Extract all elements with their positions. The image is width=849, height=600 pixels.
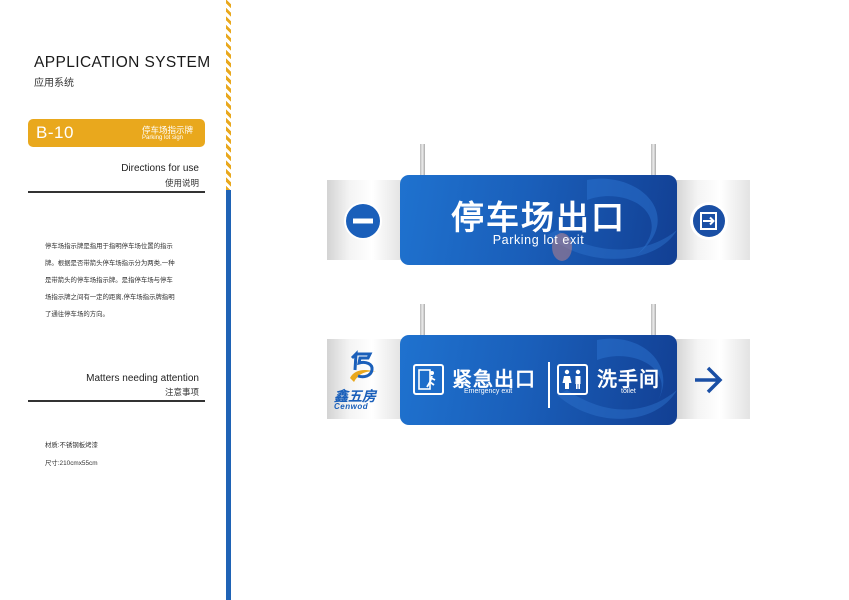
brand-watermark-icon [547,178,677,261]
attention-heading-en: Matters needing attention [86,373,199,384]
stripe-blue [226,190,231,600]
brand-logo-cn: 鑫五房 [334,388,376,404]
title-en: APPLICATION SYSTEM [34,54,211,71]
toilet-cn: 洗手间 [597,369,660,391]
sign1-panel: 停车场出口 Parking lot exit [400,175,677,265]
sign1-pole-right [651,144,656,176]
sign1-text-en: Parking lot exit [492,233,585,247]
sign2-pole-right [651,304,656,336]
directions-heading-cn: 使用说明 [164,178,199,188]
attention-rule [28,400,205,402]
emergency-exit-cn: 紧急出口 [452,369,536,391]
directions-line: 了通往停车场的方向。 [45,311,109,318]
item-code-bar: B-10 停车场指示牌 Parking lot sign [28,119,205,147]
sign1-text-cn: 停车场出口 [451,199,626,236]
directions-line: 停车场指示牌是指用于指明停车场位置的指示 [45,243,173,250]
brand-watermark-icon [557,338,677,419]
directions-rule [28,191,205,193]
arrow-right-icon [695,366,723,394]
toilet-en: toilet [621,388,636,395]
material-spec: 材质:不锈钢板烤漆 [45,442,98,449]
sign2-divider [548,362,550,408]
emergency-exit-en: Emergency exit [464,388,513,395]
item-name-en: Parking lot sign [142,135,184,141]
sign1-pole-left [420,144,425,176]
directions-line: 牌。根据是否带箭头停车场指示分为两类,一种 [45,260,175,267]
item-name-cn: 停车场指示牌 [142,125,194,135]
directions-body: 停车场指示牌是指用于指明停车场位置的指示 牌。根据是否带箭头停车场指示分为两类,… [45,238,195,323]
no-entry-icon [344,202,382,240]
brand-logo-en: Cenwod [334,402,369,411]
size-spec: 尺寸:210cmx55cm [45,460,98,467]
stripe-hatched [226,0,231,190]
exit-door-icon [690,202,728,240]
attention-heading-cn: 注意事项 [164,387,199,397]
brand-logo-icon [350,350,376,382]
item-code: B-10 [36,123,74,142]
toilet-icon [557,364,588,395]
sign2-pole-left [420,304,425,336]
sign2-silver-left [327,339,402,419]
directions-heading-en: Directions for use [121,163,199,174]
sign2-panel: 紧急出口 Emergency exit 洗手间 toilet [400,335,677,425]
emergency-exit-icon [413,364,444,395]
title-cn: 应用系统 [34,78,74,89]
directions-line: 是带箭头的停车场指示牌。是指停车场与停车 [45,277,173,284]
directions-line: 场指示牌之间有一定的距离,停车场指示牌指明 [45,294,175,301]
